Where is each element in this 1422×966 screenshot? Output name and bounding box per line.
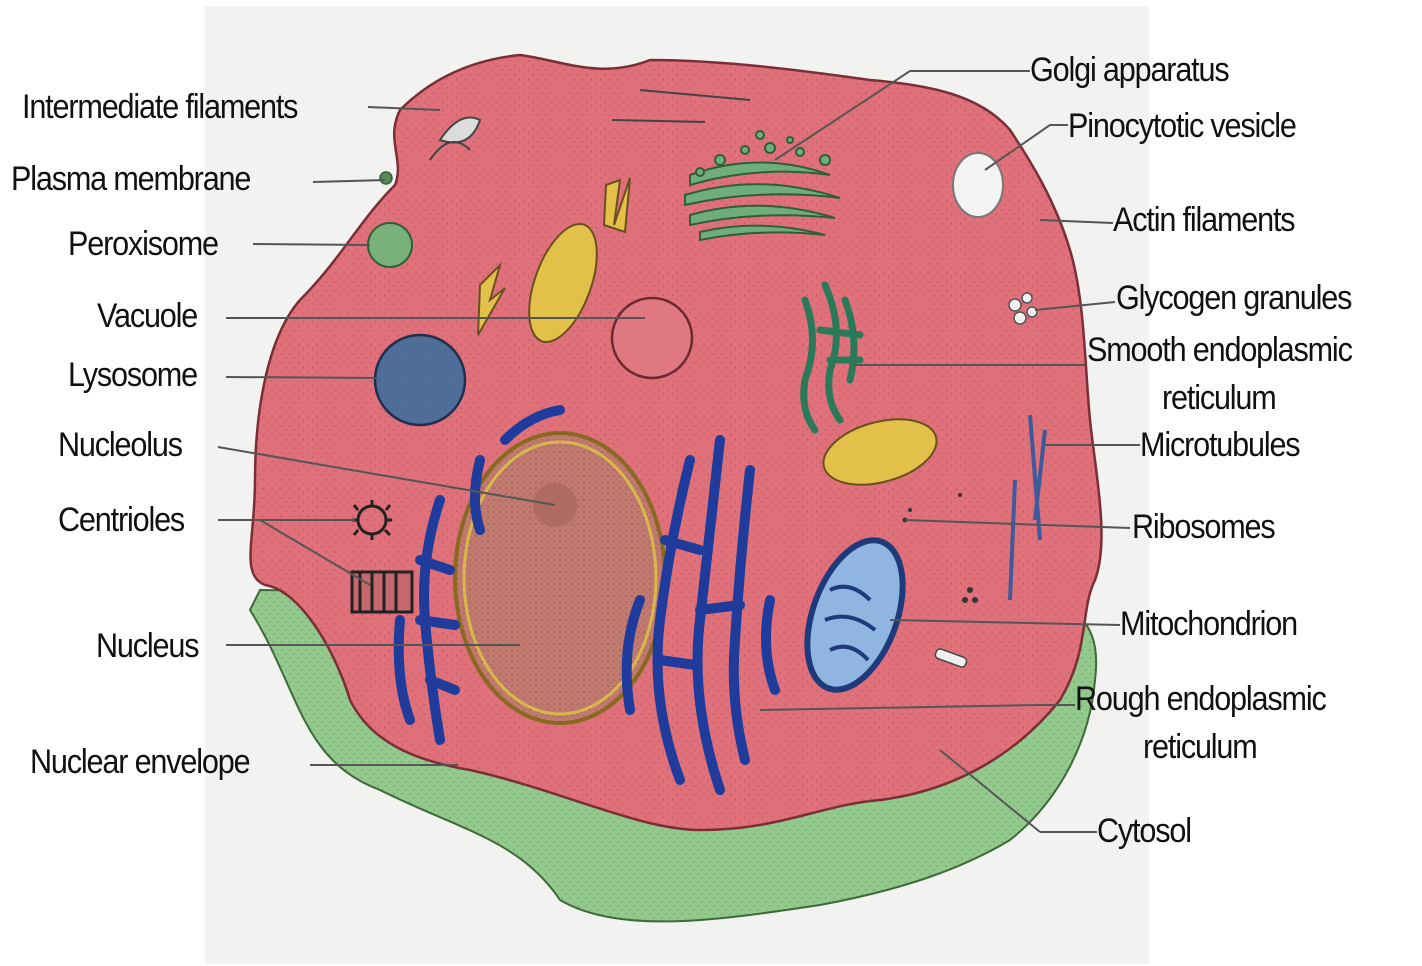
label-pinocytotic-vesicle: Pinocytotic vesicle [1068, 107, 1296, 145]
label-plasma-membrane: Plasma membrane [11, 160, 250, 198]
label-mitochondrion: Mitochondrion [1120, 605, 1297, 643]
label-nucleus: Nucleus [96, 627, 198, 665]
label-vacuole: Vacuole [97, 297, 197, 335]
label-intermediate-filaments: Intermediate filaments [22, 88, 297, 126]
membrane-bump [380, 172, 392, 184]
label-nucleolus: Nucleolus [58, 426, 182, 464]
label-centrioles: Centrioles [58, 501, 184, 539]
vacuole [612, 298, 692, 378]
label-ribosomes: Ribosomes [1132, 508, 1275, 546]
label-glycogen-granules: Glycogen granules [1116, 279, 1351, 317]
label-cytosol: Cytosol [1097, 812, 1191, 850]
label-peroxisome: Peroxisome [68, 225, 218, 263]
label-microtubules: Microtubules [1140, 426, 1299, 464]
nucleus-texture [455, 433, 665, 723]
label-rough-er-line1: Rough endoplasmic [1075, 680, 1326, 718]
label-golgi-apparatus: Golgi apparatus [1030, 51, 1228, 89]
label-nuclear-envelope: Nuclear envelope [30, 743, 249, 781]
label-lysosome: Lysosome [68, 356, 197, 394]
lysosome-texture [375, 335, 465, 425]
peroxisome [368, 223, 412, 267]
label-rough-er-line2: reticulum [1143, 728, 1257, 766]
label-actin-filaments: Actin filaments [1113, 201, 1294, 239]
label-smooth-er-line2: reticulum [1162, 379, 1276, 417]
label-smooth-er-line1: Smooth endoplasmic [1087, 331, 1352, 369]
